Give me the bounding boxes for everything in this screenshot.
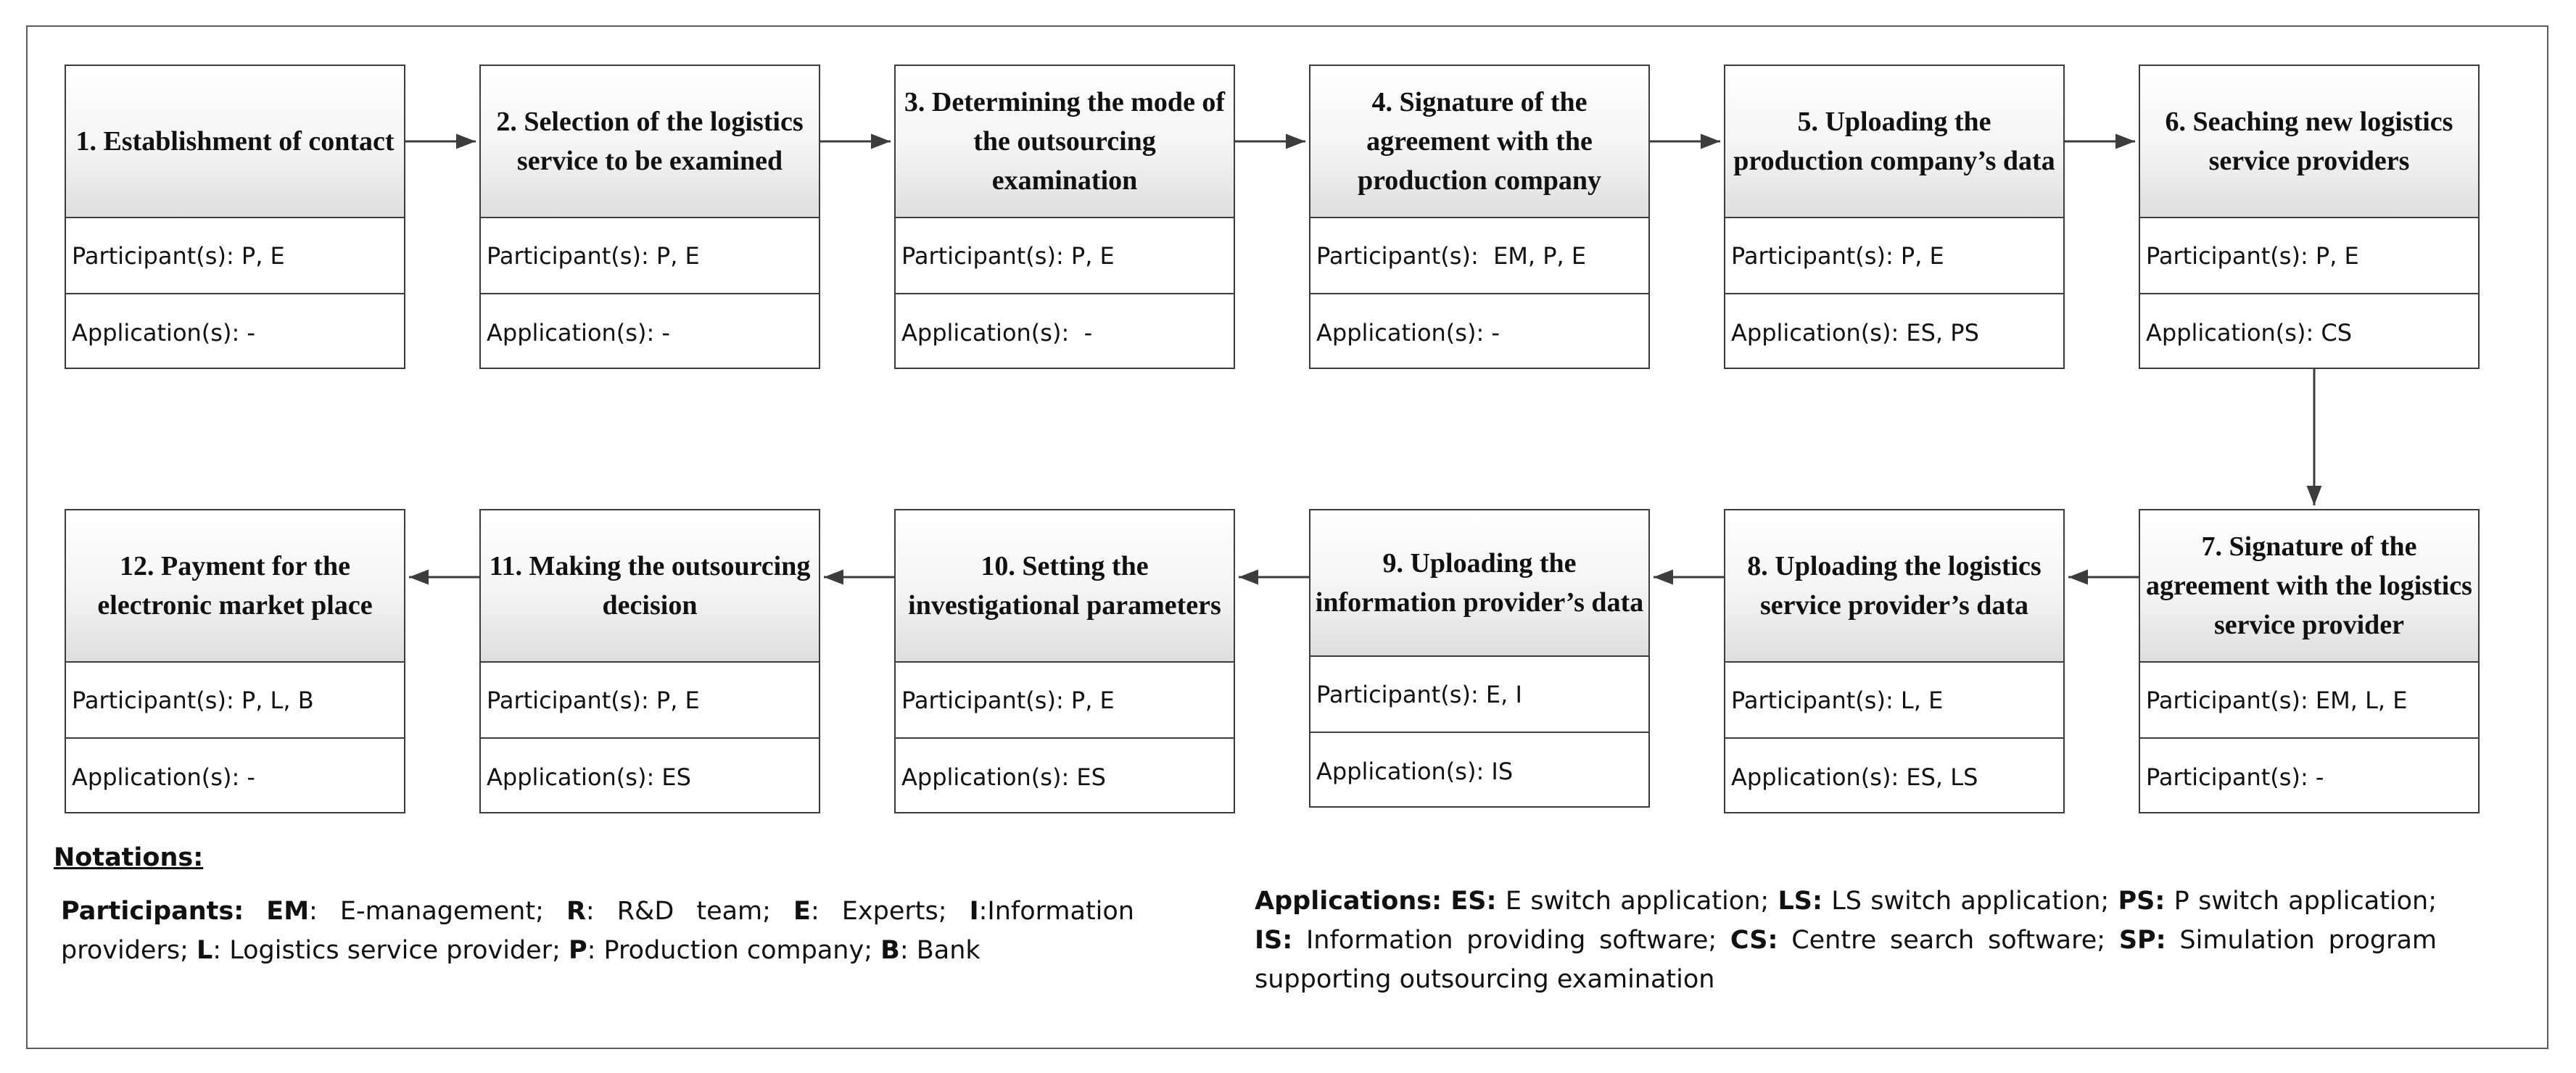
participant-code-l: L — [196, 936, 213, 965]
step-5-participants: Participant(s): P, E — [1725, 218, 2063, 294]
notations-heading: Notations: — [54, 843, 204, 872]
application-code-cs: CS: — [1730, 926, 1778, 955]
step-3-participants: Participant(s): P, E — [896, 218, 1234, 294]
step-4-title: 4. Signature of the agreement with the p… — [1310, 66, 1648, 218]
step-6-box: 6. Seaching new logistics service provid… — [2139, 65, 2480, 369]
application-code-sp: SP: — [2118, 926, 2166, 955]
application-desc-es: E switch application; — [1496, 887, 1778, 916]
step-7-applications: Participant(s): - — [2146, 763, 2324, 791]
step-7-title: 7. Signature of the agreement with the l… — [2140, 510, 2478, 663]
participants-legend: Participants: EM: E-management; R: R&D t… — [61, 892, 1134, 970]
participant-desc-em: : E-management; — [309, 897, 566, 926]
step-12-applications: Application(s): - — [72, 763, 255, 791]
step-1-participants: Participant(s): P, E — [66, 218, 404, 294]
applications-label: Applications: — [1255, 887, 1442, 916]
participant-code-em: EM — [266, 897, 310, 926]
step-6-applications: Application(s): CS — [2146, 318, 2353, 347]
step-9-title: 9. Uploading the information provider’s … — [1310, 510, 1648, 657]
participant-desc-i: :Information providers; — [61, 897, 1134, 965]
step-11-participants: Participant(s): P, E — [481, 663, 819, 739]
step-10-applications: Application(s): ES — [901, 763, 1106, 791]
step-4-participants: Participant(s): EM, P, E — [1310, 218, 1648, 294]
step-7-participants: Participant(s): EM, L, E — [2140, 663, 2478, 739]
application-desc-is: Information providing software; — [1292, 926, 1730, 955]
step-2-title: 2. Selection of the logistics service to… — [481, 66, 819, 218]
step-3-applications: Application(s): - — [901, 318, 1093, 347]
step-3-title: 3. Determining the mode of the outsourci… — [896, 66, 1234, 218]
step-11-applications: Application(s): ES — [487, 763, 691, 791]
step-4-applications: Application(s): - — [1316, 318, 1500, 347]
step-9-box: 9. Uploading the information provider’s … — [1309, 509, 1650, 808]
step-12-box: 12. Payment for the electronic market pl… — [65, 509, 405, 813]
step-12-participants: Participant(s): P, L, B — [66, 663, 404, 739]
step-2-applications: Application(s): - — [487, 318, 670, 347]
step-5-title: 5. Uploading the production company’s da… — [1725, 66, 2063, 218]
step-11-title: 11. Making the outsourcing decision — [481, 510, 819, 663]
step-9-applications: Application(s): IS — [1316, 757, 1514, 785]
application-desc-ps: P switch application; — [2165, 887, 2437, 916]
application-desc-ls: LS switch application; — [1822, 887, 2118, 916]
step-6-title: 6. Seaching new logistics service provid… — [2140, 66, 2478, 218]
step-9-participants: Participant(s): E, I — [1310, 657, 1648, 733]
application-desc-sp: Simulation program supporting outsourcin… — [1255, 926, 2437, 994]
step-1-title: 1. Establishment of contact — [66, 66, 404, 218]
step-5-applications: Application(s): ES, PS — [1731, 318, 1979, 347]
step-7-box: 7. Signature of the agreement with the l… — [2139, 509, 2480, 813]
step-8-participants: Participant(s): L, E — [1725, 663, 2063, 739]
application-code-es: ES: — [1450, 887, 1497, 916]
application-code-ps: PS: — [2118, 887, 2166, 916]
step-10-box: 10. Setting the investigational paramete… — [894, 509, 1235, 813]
step-2-participants: Participant(s): P, E — [481, 218, 819, 294]
step-11-box: 11. Making the outsourcing decision Part… — [479, 509, 820, 813]
application-code-is: IS: — [1255, 926, 1293, 955]
participant-code-p: P — [568, 936, 587, 965]
step-10-title: 10. Setting the investigational paramete… — [896, 510, 1234, 663]
participant-desc-e: : Experts; — [810, 897, 970, 926]
application-desc-cs: Centre search software; — [1778, 926, 2119, 955]
step-2-box: 2. Selection of the logistics service to… — [479, 65, 820, 369]
step-4-box: 4. Signature of the agreement with the p… — [1309, 65, 1650, 369]
step-1-box: 1. Establishment of contact Participant(… — [65, 65, 405, 369]
step-8-title: 8. Uploading the logistics service provi… — [1725, 510, 2063, 663]
step-8-box: 8. Uploading the logistics service provi… — [1724, 509, 2065, 813]
participant-code-e: E — [793, 897, 811, 926]
step-8-applications: Application(s): ES, LS — [1731, 763, 1978, 791]
step-12-title: 12. Payment for the electronic market pl… — [66, 510, 404, 663]
participant-code-i: I — [969, 897, 979, 926]
step-10-participants: Participant(s): P, E — [896, 663, 1234, 739]
participant-code-b: B — [880, 936, 900, 965]
participant-desc-r: : R&D team; — [585, 897, 794, 926]
diagram-frame — [26, 25, 2548, 1049]
participant-desc-l: : Logistics service provider; — [212, 936, 569, 965]
step-3-box: 3. Determining the mode of the outsourci… — [894, 65, 1235, 369]
application-code-ls: LS: — [1778, 887, 1822, 916]
step-5-box: 5. Uploading the production company’s da… — [1724, 65, 2065, 369]
participant-desc-p: : Production company; — [587, 936, 881, 965]
participant-desc-b: : Bank — [899, 936, 981, 965]
applications-legend: Applications: ES: E switch application; … — [1255, 882, 2437, 999]
step-1-applications: Application(s): - — [72, 318, 255, 347]
participants-label: Participants: — [61, 897, 244, 926]
participant-code-r: R — [566, 897, 586, 926]
step-6-participants: Participant(s): P, E — [2140, 218, 2478, 294]
